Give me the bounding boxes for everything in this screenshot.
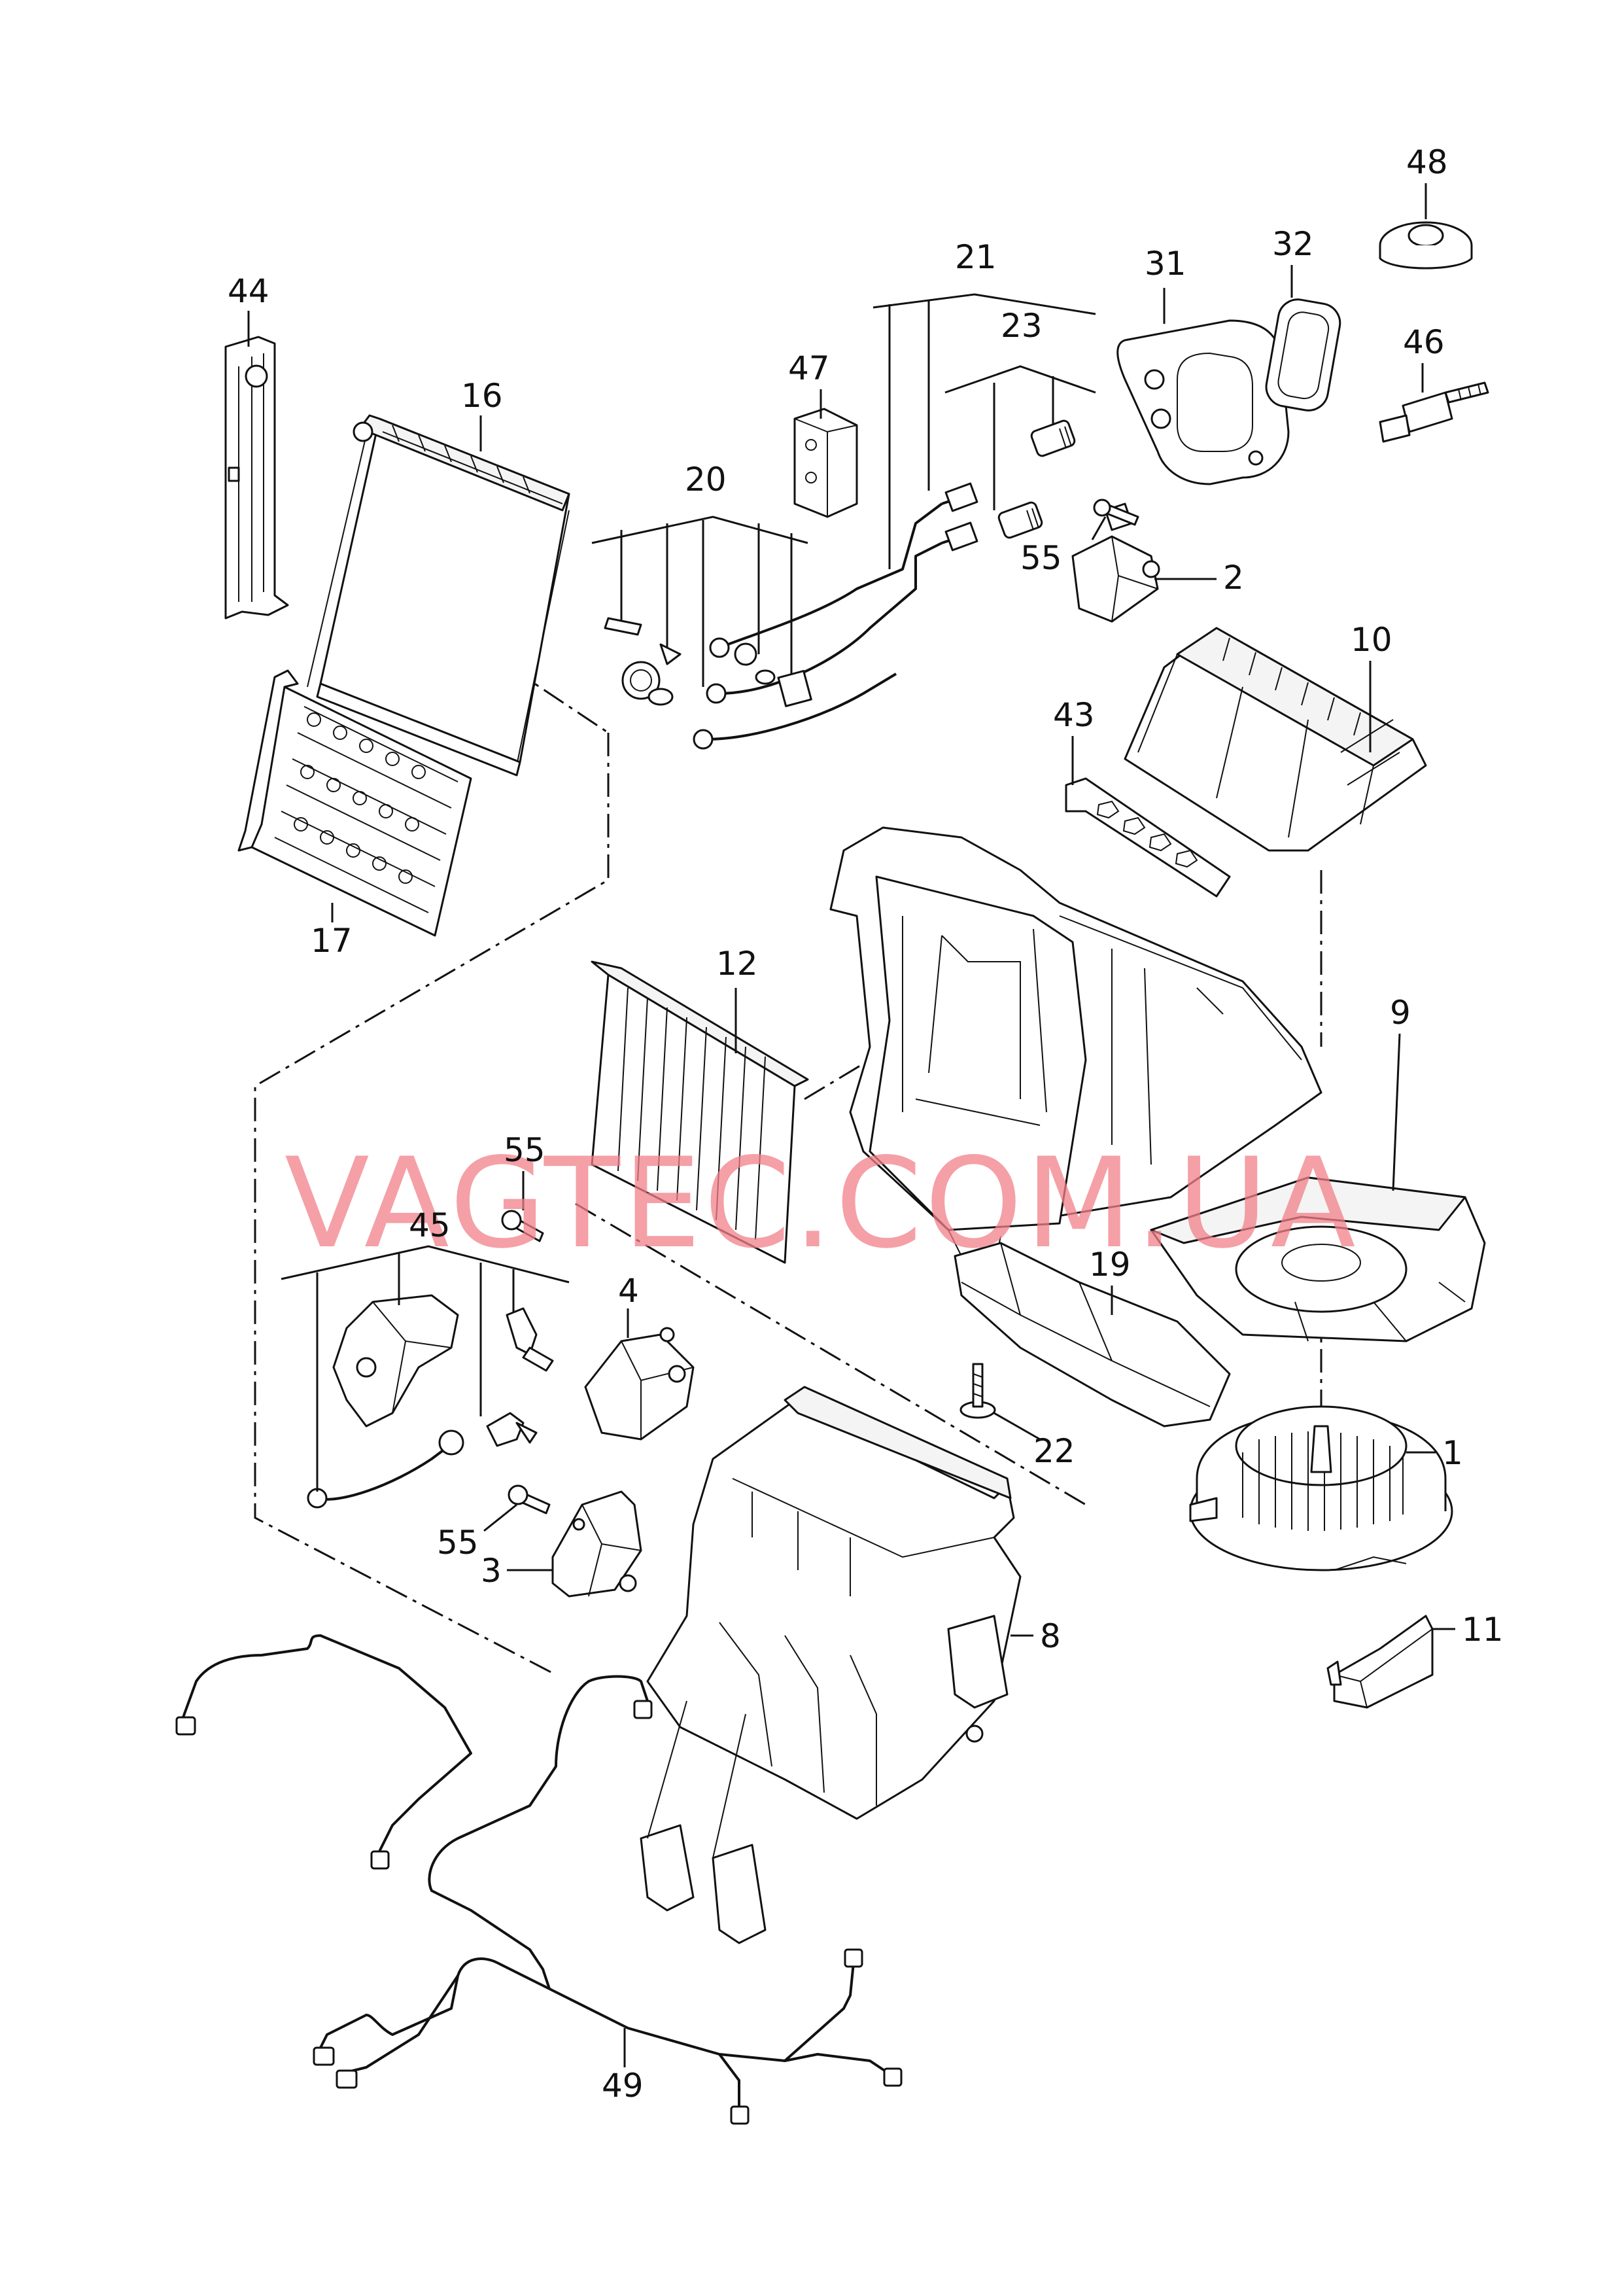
part-55-screw-c[interactable] <box>508 1484 551 1515</box>
callout-8: 8 <box>1040 1617 1061 1655</box>
callout-55c: 55 <box>437 1524 479 1562</box>
part-22-clip[interactable] <box>959 1363 996 1419</box>
callout-11: 11 <box>1462 1611 1504 1649</box>
leader-55c <box>483 1503 517 1532</box>
callout-12: 12 <box>716 945 758 983</box>
leader-9 <box>1392 1033 1401 1191</box>
part-45-linkage-set[interactable] <box>307 1294 554 1509</box>
callout-45: 45 <box>409 1206 451 1244</box>
part-20-pipe-set[interactable] <box>604 502 943 750</box>
callout-55b: 55 <box>504 1131 545 1169</box>
callout-55a: 55 <box>1020 539 1062 577</box>
callout-44: 44 <box>228 272 269 310</box>
callout-9: 9 <box>1390 994 1411 1032</box>
part-12-cabin-filter[interactable] <box>591 960 809 1264</box>
part-main-housing[interactable] <box>829 826 1322 1267</box>
part-46-stud[interactable] <box>1379 381 1489 443</box>
callout-17: 17 <box>311 922 353 960</box>
part-9-blower-housing[interactable] <box>1150 1176 1486 1342</box>
part-49-wiring-harness[interactable] <box>175 1634 903 2125</box>
part-11-cover[interactable] <box>1326 1615 1434 1709</box>
part-10-flap-housing[interactable] <box>1124 627 1427 852</box>
callout-4: 4 <box>618 1272 639 1310</box>
callout-2: 2 <box>1223 559 1244 597</box>
part-32-seal[interactable] <box>1263 296 1343 413</box>
callout-10: 10 <box>1351 621 1392 659</box>
part-1-blower-motor[interactable] <box>1189 1405 1453 1571</box>
callout-19: 19 <box>1089 1246 1131 1284</box>
part-31-gasket[interactable] <box>1116 319 1290 485</box>
callout-32: 32 <box>1272 225 1314 263</box>
part-21-refrigerant-line[interactable] <box>941 482 978 552</box>
leader-23 <box>944 365 1096 510</box>
part-4-actuator[interactable] <box>584 1327 695 1441</box>
part-17-heater-core[interactable] <box>237 669 472 937</box>
part-19-cover[interactable] <box>954 1242 1231 1428</box>
leader-21 <box>872 293 1096 569</box>
part-43-grille[interactable] <box>1065 777 1231 898</box>
leader-55a <box>1091 516 1107 540</box>
watermark: VAGTEC.COM.UA <box>285 1131 1358 1276</box>
callout-43: 43 <box>1053 696 1095 734</box>
leader-45 <box>281 1245 570 1492</box>
callout-22: 22 <box>1033 1432 1075 1470</box>
callout-labels: 44 16 21 23 47 20 31 32 48 46 55 2 10 43… <box>228 143 1504 2105</box>
callout-48: 48 <box>1406 143 1448 181</box>
callout-3: 3 <box>481 1552 502 1590</box>
callout-20: 20 <box>685 461 727 499</box>
part-55-screw-a[interactable] <box>1093 499 1139 526</box>
callout-49: 49 <box>602 2067 644 2105</box>
leader-20 <box>591 516 808 687</box>
part-23-fittings[interactable] <box>997 419 1076 539</box>
part-16-evaporator[interactable] <box>307 414 570 777</box>
part-47-valve-block[interactable] <box>793 408 858 518</box>
callout-46: 46 <box>1403 323 1445 361</box>
callout-1: 1 <box>1442 1434 1463 1472</box>
part-3-actuator[interactable] <box>551 1490 642 1598</box>
part-48-nut[interactable] <box>1379 221 1473 270</box>
callout-16: 16 <box>461 377 503 415</box>
callout-47: 47 <box>788 349 830 387</box>
callout-23: 23 <box>1001 307 1043 345</box>
part-55-screw-b[interactable] <box>501 1210 544 1242</box>
part-44-bracket[interactable] <box>224 336 289 620</box>
part-2-actuator[interactable] <box>1071 502 1160 623</box>
callout-31: 31 <box>1145 245 1186 283</box>
callout-21: 21 <box>955 238 997 276</box>
leader-22 <box>993 1412 1041 1441</box>
part-8-distribution-housing[interactable] <box>640 1386 1022 1944</box>
